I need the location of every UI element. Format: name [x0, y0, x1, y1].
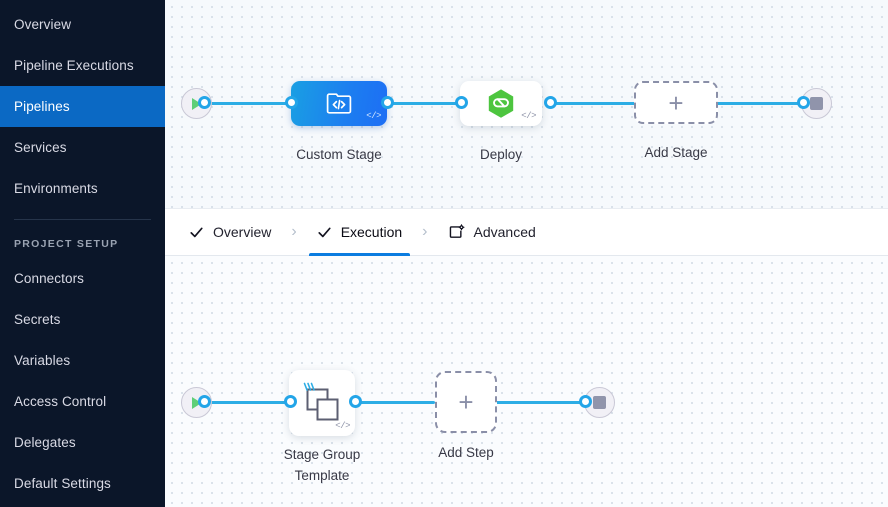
sidebar-item-secrets[interactable]: Secrets [0, 299, 165, 340]
sidebar-item-label: Variables [14, 353, 71, 368]
stage-graph-canvas[interactable]: </> Custom Stage </> Deploy + Add St [165, 0, 888, 208]
plus-icon: + [668, 87, 684, 118]
stage-label-custom-stage: Custom Stage [296, 147, 382, 162]
sidebar-item-label: Delegates [14, 435, 76, 450]
check-icon [190, 227, 203, 237]
stop-square-icon [810, 97, 823, 110]
sidebar-item-access-control[interactable]: Access Control [0, 381, 165, 422]
step-label-line-2: Template [294, 468, 350, 483]
play-icon [192, 97, 202, 110]
plus-icon: + [458, 387, 474, 417]
sidebar: Overview Pipeline Executions Pipelines S… [0, 0, 165, 507]
stage-node-custom-stage[interactable]: </> [291, 81, 387, 126]
edge-add-stage-to-end [673, 102, 813, 105]
harness-hexagon-icon [488, 88, 514, 118]
tab-label: Overview [213, 224, 272, 240]
template-marker-icon: </> [366, 111, 381, 121]
sidebar-item-label: Pipelines [14, 99, 70, 114]
port-stage-group-out[interactable] [349, 395, 362, 408]
custom-stage-code-icon [326, 93, 352, 114]
sidebar-item-overview[interactable]: Overview [0, 4, 165, 45]
edge-start-to-stage-group [199, 401, 291, 404]
sidebar-item-label: Access Control [14, 394, 107, 409]
port-step-end-in[interactable] [579, 395, 592, 408]
sidebar-item-delegates[interactable]: Delegates [0, 422, 165, 463]
sidebar-item-variables[interactable]: Variables [0, 340, 165, 381]
add-step-button[interactable]: + [435, 371, 497, 433]
template-marker-icon: </> [521, 111, 536, 121]
stage-label-deploy: Deploy [479, 147, 523, 162]
tab-execution[interactable]: Execution [307, 208, 412, 256]
advanced-box-gear-icon [449, 223, 465, 238]
sidebar-item-label: Services [14, 140, 67, 155]
sidebar-item-pipelines[interactable]: Pipelines [0, 86, 165, 127]
sidebar-item-default-settings[interactable]: Default Settings [0, 463, 165, 504]
step-node-stage-group-template[interactable]: </> [289, 370, 355, 436]
step-label-line-1: Stage Group [283, 447, 361, 462]
port-start-out[interactable] [198, 96, 211, 109]
sidebar-item-label: Default Settings [14, 476, 111, 491]
tab-label: Execution [340, 224, 403, 240]
add-step-label: Add Step [438, 445, 494, 460]
sidebar-item-services[interactable]: Services [0, 127, 165, 168]
add-stage-button[interactable]: + [634, 81, 718, 124]
step-start-node[interactable] [181, 387, 212, 418]
stop-square-icon [593, 396, 606, 409]
sidebar-item-label: Secrets [14, 312, 61, 327]
port-end-in[interactable] [797, 96, 810, 109]
sidebar-item-connectors[interactable]: Connectors [0, 258, 165, 299]
edge-custom-stage-to-deploy [383, 102, 503, 105]
sidebar-divider [14, 219, 151, 220]
port-deploy-out[interactable] [544, 96, 557, 109]
play-icon [192, 396, 202, 409]
edge-add-step-to-end [493, 401, 603, 404]
sidebar-item-label: Environments [14, 181, 98, 196]
stage-node-deploy[interactable]: </> [460, 81, 542, 126]
edge-stage-group-to-add-step [353, 401, 435, 404]
tab-separator-icon: › [291, 223, 297, 240]
sidebar-item-label: Overview [14, 17, 72, 32]
stacked-squares-icon [303, 382, 339, 421]
port-stage-group-in[interactable] [284, 395, 297, 408]
port-custom-stage-in[interactable] [285, 96, 298, 109]
sidebar-item-environments[interactable]: Environments [0, 168, 165, 209]
main-pane: </> Custom Stage </> Deploy + Add St [165, 0, 888, 507]
step-label-stage-group-template: Stage Group Template [262, 444, 382, 486]
tab-label: Advanced [473, 224, 536, 240]
sidebar-item-pipeline-executions[interactable]: Pipeline Executions [0, 45, 165, 86]
step-graph-canvas[interactable]: </> Stage Group Template + Add Step [165, 256, 888, 507]
pipeline-tab-strip: Overview › Execution › Advanced [165, 208, 888, 256]
port-custom-stage-out[interactable] [381, 96, 394, 109]
tab-advanced[interactable]: Advanced [438, 208, 546, 256]
tab-overview[interactable]: Overview [179, 208, 281, 256]
port-step-start-out[interactable] [198, 395, 211, 408]
template-marker-icon: </> [335, 421, 350, 431]
sidebar-item-label: Pipeline Executions [14, 58, 134, 73]
sidebar-item-label: Connectors [14, 271, 85, 286]
edge-start-to-custom-stage [199, 102, 317, 105]
check-icon [318, 227, 331, 237]
add-stage-label: Add Stage [644, 145, 708, 160]
tab-separator-icon: › [422, 223, 428, 240]
port-deploy-in[interactable] [455, 96, 468, 109]
sidebar-section-title: PROJECT SETUP [14, 238, 119, 250]
edge-deploy-to-add-stage [555, 102, 675, 105]
